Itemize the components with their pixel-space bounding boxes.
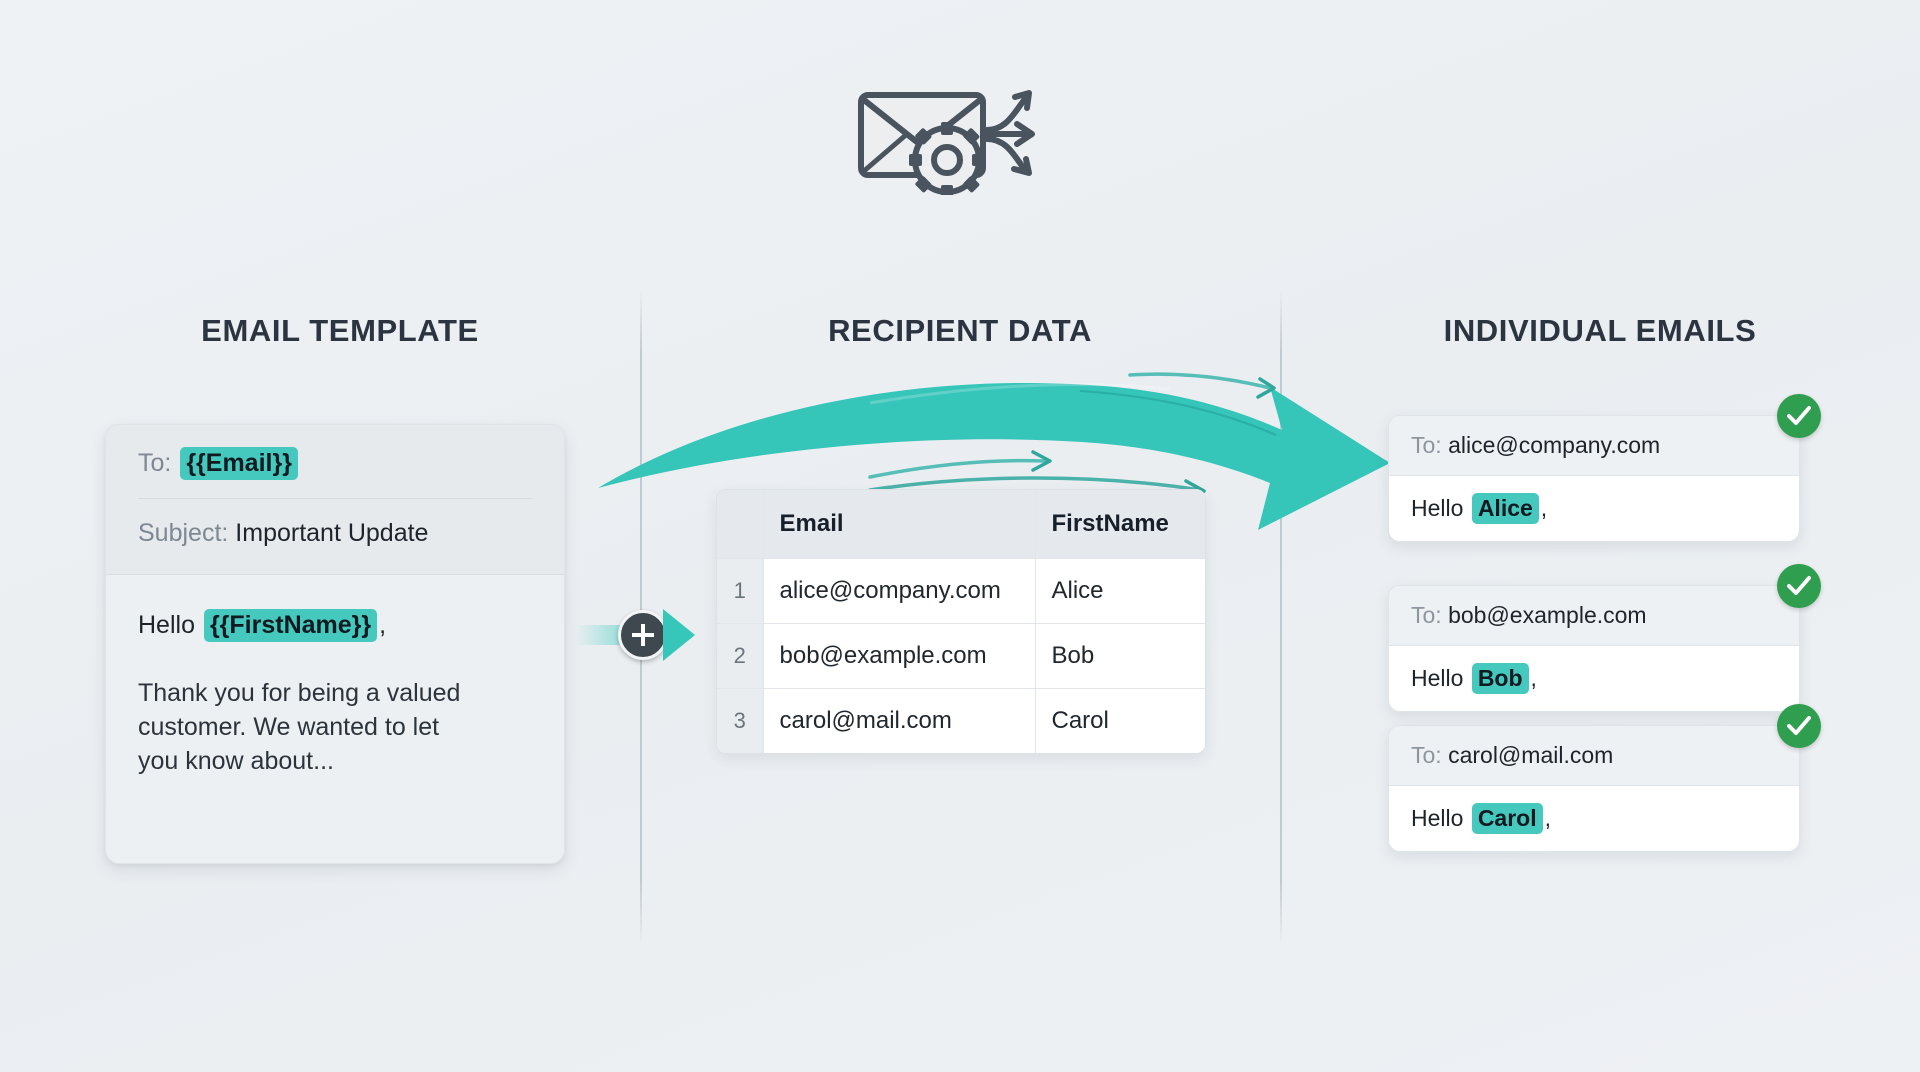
email-card-to-row: To: carol@mail.com bbox=[1389, 726, 1799, 786]
table-header-row: Email FirstName bbox=[717, 490, 1205, 559]
email-card-to-label: To: bbox=[1411, 602, 1442, 628]
column-title-individual-emails: INDIVIDUAL EMAILS bbox=[1443, 313, 1757, 348]
cell-email: bob@example.com bbox=[763, 623, 1036, 689]
column-divider-right bbox=[1280, 288, 1282, 946]
table-row[interactable]: 2 bob@example.com Bob bbox=[717, 623, 1205, 689]
email-greeting-suffix: , bbox=[1530, 665, 1537, 691]
merged-value-firstname: Alice bbox=[1471, 493, 1539, 524]
check-circle-icon bbox=[1777, 704, 1821, 748]
template-greeting-suffix: , bbox=[379, 611, 387, 639]
table-header-firstname: FirstName bbox=[1035, 490, 1205, 559]
email-greeting-prefix: Hello bbox=[1411, 665, 1464, 691]
row-number: 2 bbox=[717, 623, 764, 689]
email-card-body: Hello Bob, bbox=[1389, 646, 1799, 711]
template-to-label: To: bbox=[138, 449, 172, 477]
email-card-to-row: To: alice@company.com bbox=[1389, 416, 1799, 476]
email-greeting-prefix: Hello bbox=[1411, 495, 1464, 521]
template-subject-label: Subject: bbox=[138, 519, 229, 547]
individual-email-card[interactable]: To: alice@company.com Hello Alice, bbox=[1388, 394, 1821, 542]
email-card-body: Hello Alice, bbox=[1389, 476, 1799, 541]
row-number: 1 bbox=[717, 558, 764, 624]
email-card-to-value: alice@company.com bbox=[1448, 432, 1661, 458]
individual-email-card[interactable]: To: carol@mail.com Hello Carol, bbox=[1388, 704, 1821, 852]
table-row[interactable]: 3 carol@mail.com Carol bbox=[717, 688, 1205, 753]
cell-firstname: Carol bbox=[1035, 688, 1205, 753]
table-row[interactable]: 1 alice@company.com Alice bbox=[717, 558, 1205, 624]
email-greeting-suffix: , bbox=[1540, 495, 1548, 521]
individual-email-card[interactable]: To: bob@example.com Hello Bob, bbox=[1388, 564, 1821, 712]
email-card-to-label: To: bbox=[1411, 432, 1442, 458]
cell-email: carol@mail.com bbox=[763, 688, 1036, 753]
recipient-data-table[interactable]: Email FirstName 1 alice@company.com Alic… bbox=[716, 489, 1206, 754]
email-card-to-label: To: bbox=[1411, 742, 1442, 768]
email-card-body: Hello Carol, bbox=[1389, 786, 1799, 851]
email-card-to-value: bob@example.com bbox=[1448, 602, 1647, 628]
check-circle-icon bbox=[1777, 394, 1821, 438]
row-number: 3 bbox=[717, 688, 764, 753]
envelope-gear-arrows-icon bbox=[855, 75, 1070, 198]
template-paragraph: Thank you for being a valued customer. W… bbox=[138, 679, 461, 775]
email-card-to-value: carol@mail.com bbox=[1448, 742, 1614, 768]
table-header-email: Email bbox=[763, 490, 1036, 559]
cell-firstname: Alice bbox=[1035, 558, 1205, 624]
check-circle-icon bbox=[1777, 564, 1821, 608]
merge-tag-firstname[interactable]: {{FirstName}} bbox=[203, 609, 378, 642]
plus-icon[interactable] bbox=[618, 610, 668, 660]
template-to-row: To: {{Email}} bbox=[138, 447, 532, 499]
merged-value-firstname: Bob bbox=[1471, 663, 1529, 694]
cell-firstname: Bob bbox=[1035, 623, 1205, 689]
email-greeting-suffix: , bbox=[1544, 805, 1551, 831]
column-title-email-template: EMAIL TEMPLATE bbox=[201, 313, 479, 348]
template-subject-value: Important Update bbox=[235, 519, 429, 547]
email-template-body: Hello {{FirstName}}, Thank you for being… bbox=[106, 575, 564, 778]
template-subject-row: Subject: Important Update bbox=[138, 499, 532, 548]
table-header-rownum bbox=[717, 490, 764, 559]
right-arrowhead-icon bbox=[663, 609, 695, 661]
template-greeting-prefix: Hello bbox=[138, 611, 195, 639]
cell-email: alice@company.com bbox=[763, 558, 1036, 624]
merge-tag-email[interactable]: {{Email}} bbox=[180, 447, 298, 480]
email-template-card[interactable]: To: {{Email}} Subject: Important Update … bbox=[105, 424, 565, 864]
email-card-to-row: To: bob@example.com bbox=[1389, 586, 1799, 646]
column-title-recipient-data: RECIPIENT DATA bbox=[828, 313, 1092, 348]
merged-value-firstname: Carol bbox=[1471, 803, 1543, 834]
merge-connector bbox=[575, 600, 695, 670]
email-template-header: To: {{Email}} Subject: Important Update bbox=[106, 425, 564, 575]
template-greeting-line: Hello {{FirstName}}, bbox=[138, 609, 532, 642]
email-greeting-prefix: Hello bbox=[1411, 805, 1464, 831]
